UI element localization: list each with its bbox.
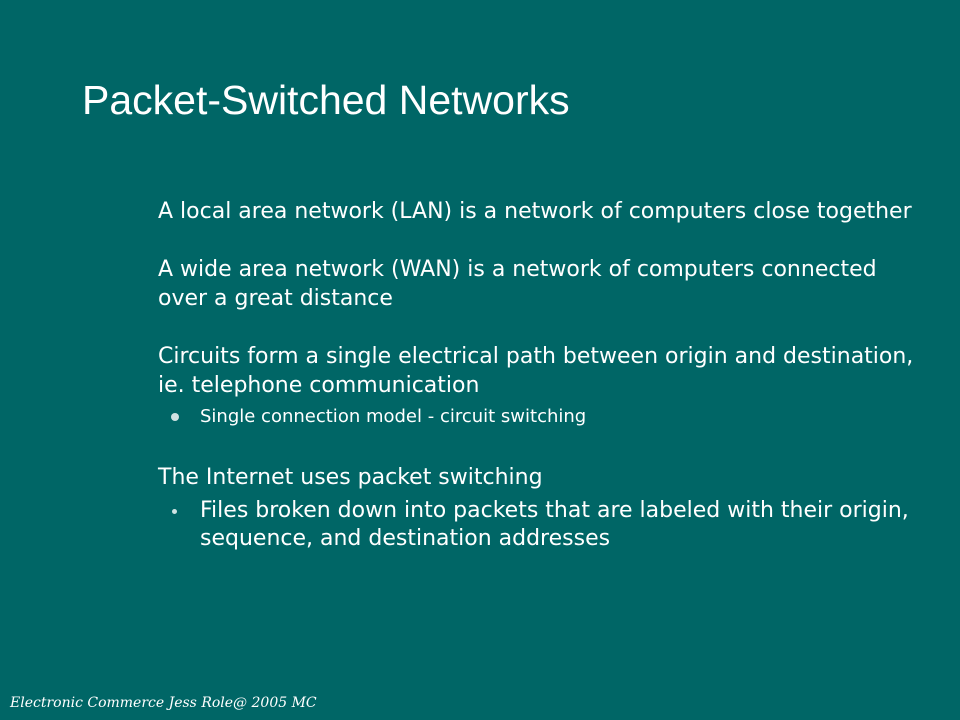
slide-body: A local area network (LAN) is a network … [158, 197, 928, 553]
bullet-point-internet: The Internet uses packet switching [158, 465, 543, 490]
slide-title: Packet-Switched Networks [82, 77, 570, 123]
sub-bullet-text: Single connection model - circuit switch… [200, 406, 587, 427]
sub-bullet-packets: Files broken down into packets that are … [158, 497, 928, 553]
slide-footer: Electronic Commerce Jess Role@ 2005 MC [10, 695, 317, 711]
bullet-dot-icon [172, 509, 177, 514]
bullet-point-circuits: Circuits form a single electrical path b… [158, 344, 914, 398]
bullet-point-lan: A local area network (LAN) is a network … [158, 199, 912, 224]
bullet-point-wan: A wide area network (WAN) is a network o… [158, 257, 877, 311]
sub-bullet-text: Files broken down into packets that are … [200, 498, 909, 551]
bullet-dot-icon [171, 413, 179, 421]
sub-bullet-circuit-switching: Single connection model - circuit switch… [158, 405, 928, 429]
